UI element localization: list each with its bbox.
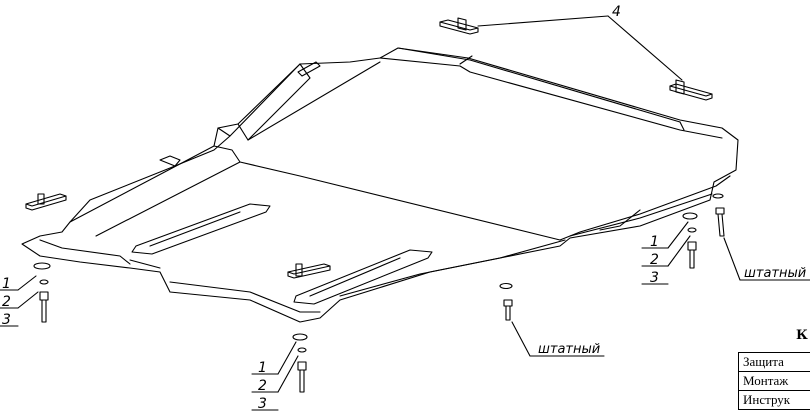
callout-bottom-3: 3 <box>258 396 267 412</box>
kit-cell: Монтаж <box>738 371 810 391</box>
callout-stack-left <box>0 275 39 327</box>
skid-plate <box>21 47 739 323</box>
bolt-right-b <box>712 193 725 237</box>
kit-cell: Инструк <box>738 390 810 410</box>
callout-right-1: 1 <box>650 234 659 250</box>
kit-table: Защита Монтаж Инструк <box>738 352 810 410</box>
stock-center-leader <box>511 321 605 357</box>
kit-title: К <box>796 328 808 343</box>
callout-4: 4 <box>612 4 621 20</box>
kit-row: Защита <box>738 352 810 372</box>
bolt-bottom <box>292 333 308 393</box>
stock-label-center: штатный <box>538 342 600 357</box>
callout-right-3: 3 <box>650 270 659 286</box>
callout-right-2: 2 <box>650 252 659 268</box>
callout-bottom-2: 2 <box>258 378 267 394</box>
callout-left-3: 3 <box>2 312 11 328</box>
nut-plates <box>25 17 713 279</box>
callout-left-1: 1 <box>2 276 11 292</box>
bolt-left <box>33 262 51 323</box>
callout-left-2: 2 <box>2 294 11 310</box>
callout-bottom-1: 1 <box>258 360 267 376</box>
kit-cell: Защита <box>738 352 810 372</box>
stock-label-right: штатный <box>744 266 806 281</box>
bolt-right-a <box>682 212 698 269</box>
leader-4b <box>607 15 683 81</box>
leader-4a <box>477 15 609 27</box>
callout-stack-bottom <box>251 341 299 411</box>
stock-right-leader <box>723 237 810 281</box>
callout-stack-right <box>641 221 691 285</box>
kit-row: Инструк <box>738 390 810 410</box>
kit-row: Монтаж <box>738 371 810 391</box>
bolt-center <box>499 282 513 321</box>
